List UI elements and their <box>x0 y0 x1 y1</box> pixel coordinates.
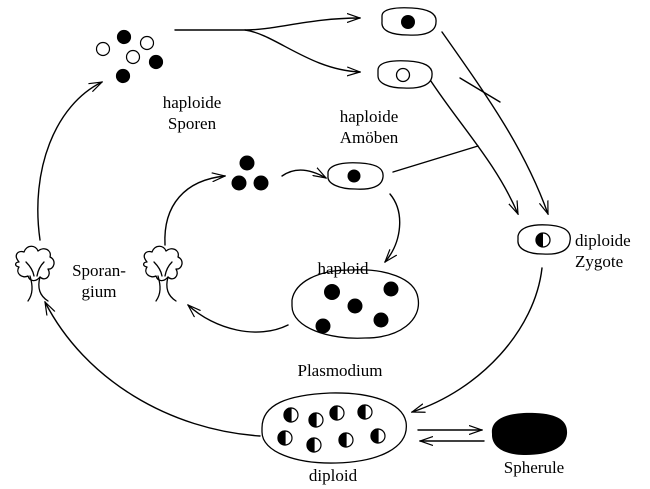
spherule-blob <box>492 413 567 455</box>
arrow-sporangium-to-spores-inner <box>165 176 225 245</box>
haploid-spores-cluster <box>97 31 163 83</box>
arrow-amoeba-white-to-zygote <box>425 72 518 214</box>
label-diploid-zygote-line2: Zygote <box>575 251 647 272</box>
amoeba-inner <box>328 163 383 189</box>
cross-line-upper <box>460 78 500 102</box>
label-sporangium-line1: Sporan- <box>64 260 134 281</box>
sporangium-inner <box>144 246 182 301</box>
label-diploid-zygote-line1: diploide <box>575 230 647 251</box>
label-diploid-plasmodium-text: diploid <box>298 465 368 486</box>
label-haploid-plasmodium: haploid <box>308 258 378 279</box>
label-spherule-text: Spherule <box>494 457 574 478</box>
diploid-plasmodium <box>262 393 406 463</box>
label-haploid-amoebae-line2: Amöben <box>328 127 410 148</box>
label-haploid-spores-line2: Sporen <box>152 113 232 134</box>
inner-spores-cluster <box>232 156 269 191</box>
arrow-spores-to-amoeba-inner <box>282 170 326 178</box>
label-sporangium-line2: gium <box>64 281 134 302</box>
label-haploid-amoebae-line1: haploide <box>328 106 410 127</box>
label-haploid-spores: haploide Sporen <box>152 92 232 134</box>
arrow-diploid-plasmodium-to-sporangium <box>45 302 260 436</box>
amoeba-white-nucleus <box>378 61 432 88</box>
label-diploid-plasmodium: diploid <box>298 465 368 486</box>
label-plasmodium: Plasmodium <box>290 360 390 381</box>
label-haploid-spores-line1: haploide <box>152 92 232 113</box>
label-haploid-plasmodium-text: haploid <box>308 258 378 279</box>
label-sporangium: Sporan- gium <box>64 260 134 302</box>
arrow-spores-to-amoebae <box>175 18 360 30</box>
label-plasmodium-text: Plasmodium <box>290 360 390 381</box>
arrow-zygote-to-diploid-plasmodium <box>412 268 542 412</box>
sporangium-outer <box>16 246 54 301</box>
amoeba-black-nucleus <box>382 8 436 35</box>
arrow-spores-to-amoebae-fork <box>245 30 360 72</box>
label-haploid-amoebae: haploide Amöben <box>328 106 410 148</box>
label-spherule: Spherule <box>494 457 574 478</box>
haploid-plasmodium <box>292 270 418 338</box>
arrow-amoeba-to-haploid-plasmodium <box>385 194 400 262</box>
arrow-amoeba-black-to-zygote <box>442 32 548 214</box>
arrow-haploid-plasmodium-to-sporangium <box>188 305 288 332</box>
label-diploid-zygote: diploide Zygote <box>575 230 647 272</box>
diploid-zygote <box>518 225 570 254</box>
arrow-sporangium-to-spores-outer <box>38 82 102 240</box>
cross-line-lower <box>393 146 478 172</box>
